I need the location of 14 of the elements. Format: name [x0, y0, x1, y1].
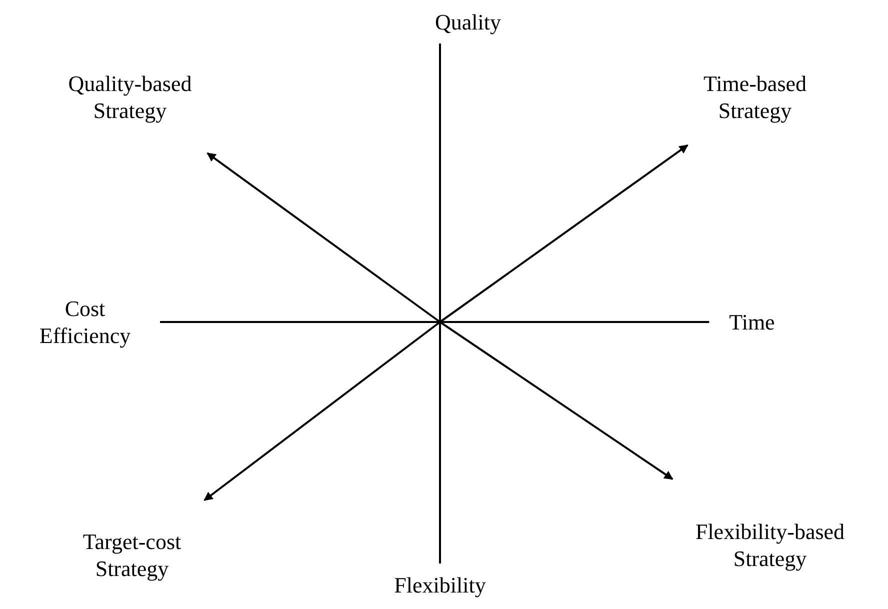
- axis-line: [439, 44, 441, 564]
- axis-label: Target-cost Strategy: [62, 528, 202, 582]
- arrow: [439, 321, 674, 480]
- axis-line: [160, 321, 710, 323]
- axis-label: Quality: [435, 8, 501, 36]
- axis-label: Time: [729, 308, 775, 336]
- arrow: [204, 321, 441, 502]
- axis-label: Flexibility-based Strategy: [675, 518, 865, 572]
- axis-label: Time-based Strategy: [690, 70, 820, 124]
- arrow: [439, 144, 688, 323]
- axis-label: Quality-based Strategy: [55, 70, 205, 124]
- axis-label: Flexibility: [394, 572, 486, 598]
- axis-label: Cost Efficiency: [30, 295, 140, 349]
- arrow: [206, 152, 441, 323]
